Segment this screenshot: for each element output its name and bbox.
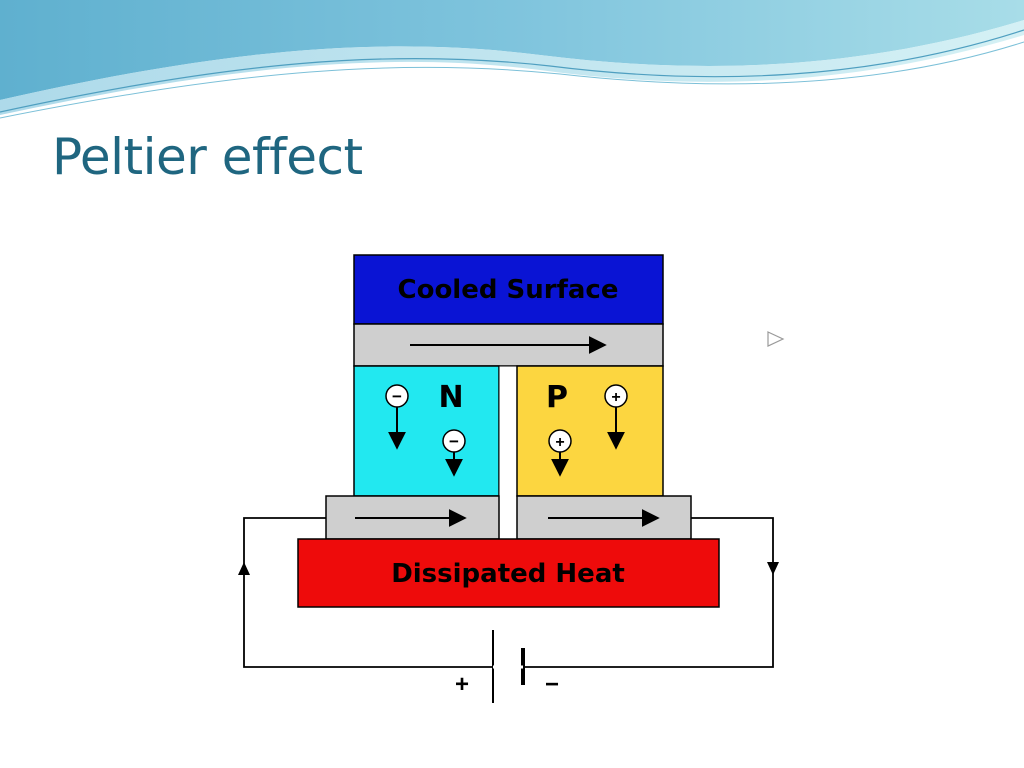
dissipated-heat-label: Dissipated Heat	[391, 559, 625, 589]
header-wave-banner	[0, 0, 1024, 119]
bottom-conductor-left	[325, 495, 500, 540]
cooled-surface-label: Cooled Surface	[398, 275, 619, 305]
electron-carrier: −	[385, 384, 409, 450]
insulating-gap	[498, 365, 518, 540]
n-label: N	[438, 380, 463, 415]
battery-minus-label: −	[545, 671, 559, 698]
electron-carrier: −	[442, 429, 466, 477]
bottom-conductor-right	[516, 495, 692, 540]
peltier-diagram: Cooled Surface N − −	[238, 254, 779, 703]
battery-plus-label: +	[455, 671, 469, 698]
p-type-block: P + +	[516, 365, 664, 497]
top-conductor	[353, 323, 664, 367]
circuit-wire	[243, 517, 774, 668]
svg-text:−: −	[392, 387, 402, 406]
cooled-surface-block: Cooled Surface	[353, 254, 664, 325]
dissipated-heat-block: Dissipated Heat	[297, 538, 720, 608]
page-title: Peltier effect	[52, 128, 363, 186]
play-cursor-icon	[767, 331, 785, 347]
svg-text:+: +	[611, 389, 620, 406]
current-arrow-right	[767, 562, 779, 575]
hole-carrier: +	[604, 384, 628, 450]
svg-text:−: −	[449, 432, 459, 451]
current-arrow-left	[238, 562, 250, 575]
battery-icon	[492, 630, 525, 703]
n-type-block: N − −	[353, 365, 500, 497]
hole-carrier: +	[548, 429, 572, 477]
svg-text:+: +	[555, 434, 564, 451]
p-label: P	[546, 380, 568, 415]
